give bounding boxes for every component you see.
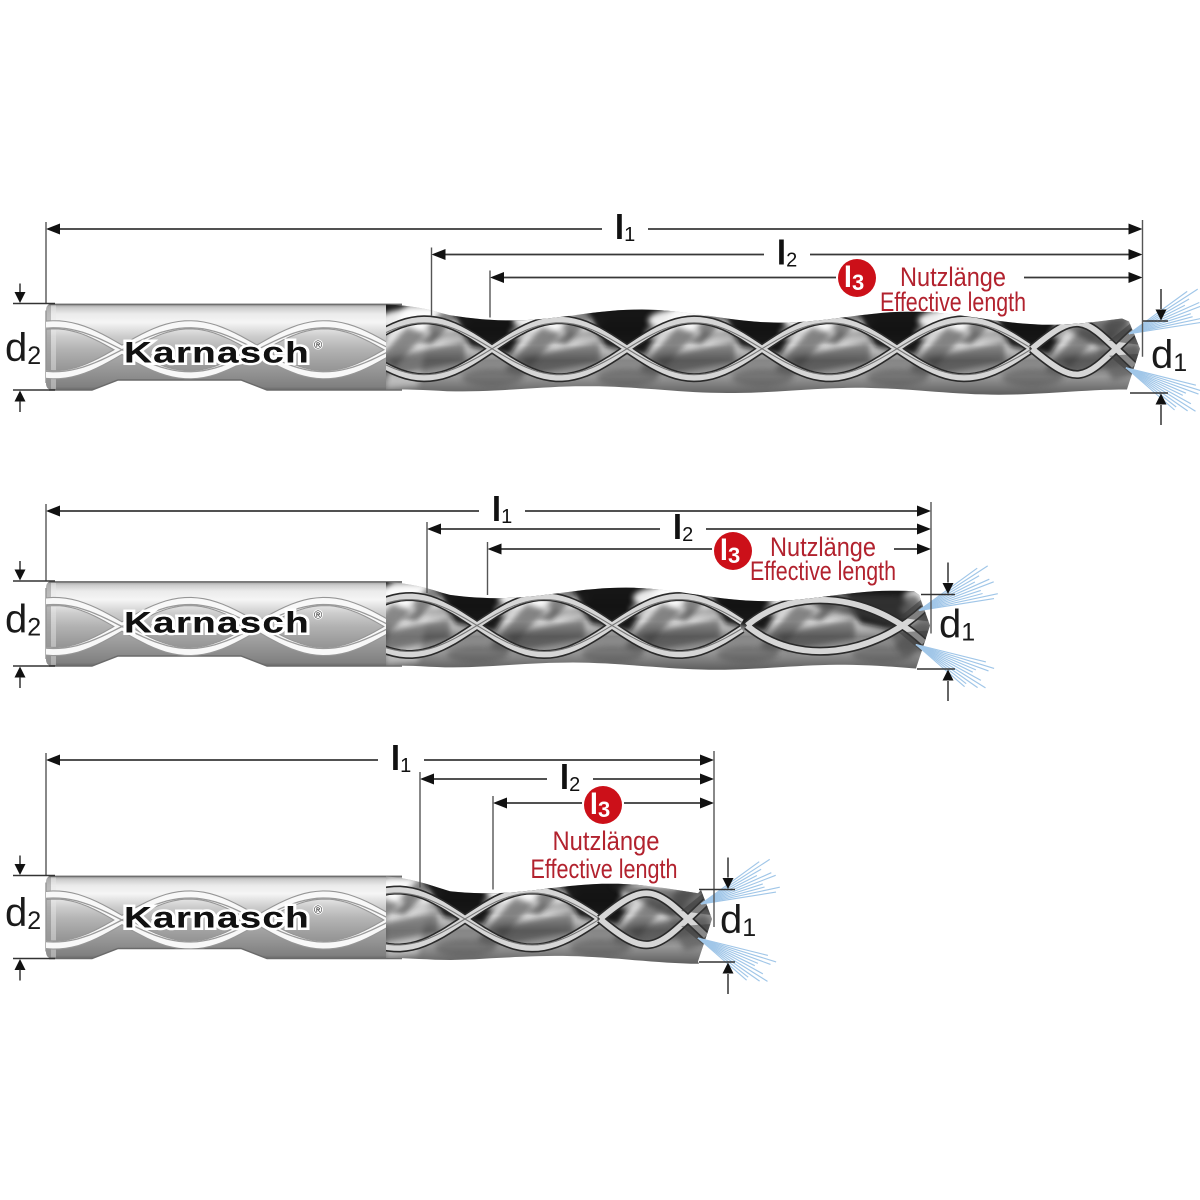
svg-text:Effective length: Effective length <box>750 556 896 586</box>
svg-text:l3: l3 <box>844 261 865 295</box>
svg-text:Effective length: Effective length <box>531 854 678 884</box>
svg-text:®: ® <box>314 340 322 352</box>
svg-text:Effective length: Effective length <box>880 287 1026 317</box>
svg-text:Karnasch: Karnasch <box>124 337 310 370</box>
svg-text:l3: l3 <box>720 534 741 568</box>
svg-text:d1: d1 <box>939 603 975 647</box>
svg-text:Karnasch: Karnasch <box>124 902 310 935</box>
svg-text:Karnasch: Karnasch <box>124 902 310 935</box>
svg-text:d1: d1 <box>1151 333 1187 377</box>
svg-text:Karnasch: Karnasch <box>124 607 310 640</box>
svg-text:l3: l3 <box>590 788 611 822</box>
svg-text:Nutzlänge: Nutzlänge <box>900 262 1006 292</box>
svg-text:Nutzlänge: Nutzlänge <box>553 826 660 856</box>
svg-text:Karnasch: Karnasch <box>124 607 310 640</box>
svg-text:®: ® <box>314 610 322 622</box>
svg-text:Nutzlänge: Nutzlänge <box>770 532 876 562</box>
svg-text:d1: d1 <box>720 898 756 942</box>
svg-text:®: ® <box>314 905 322 917</box>
svg-text:Karnasch: Karnasch <box>124 337 310 370</box>
svg-text:d2: d2 <box>5 598 41 642</box>
